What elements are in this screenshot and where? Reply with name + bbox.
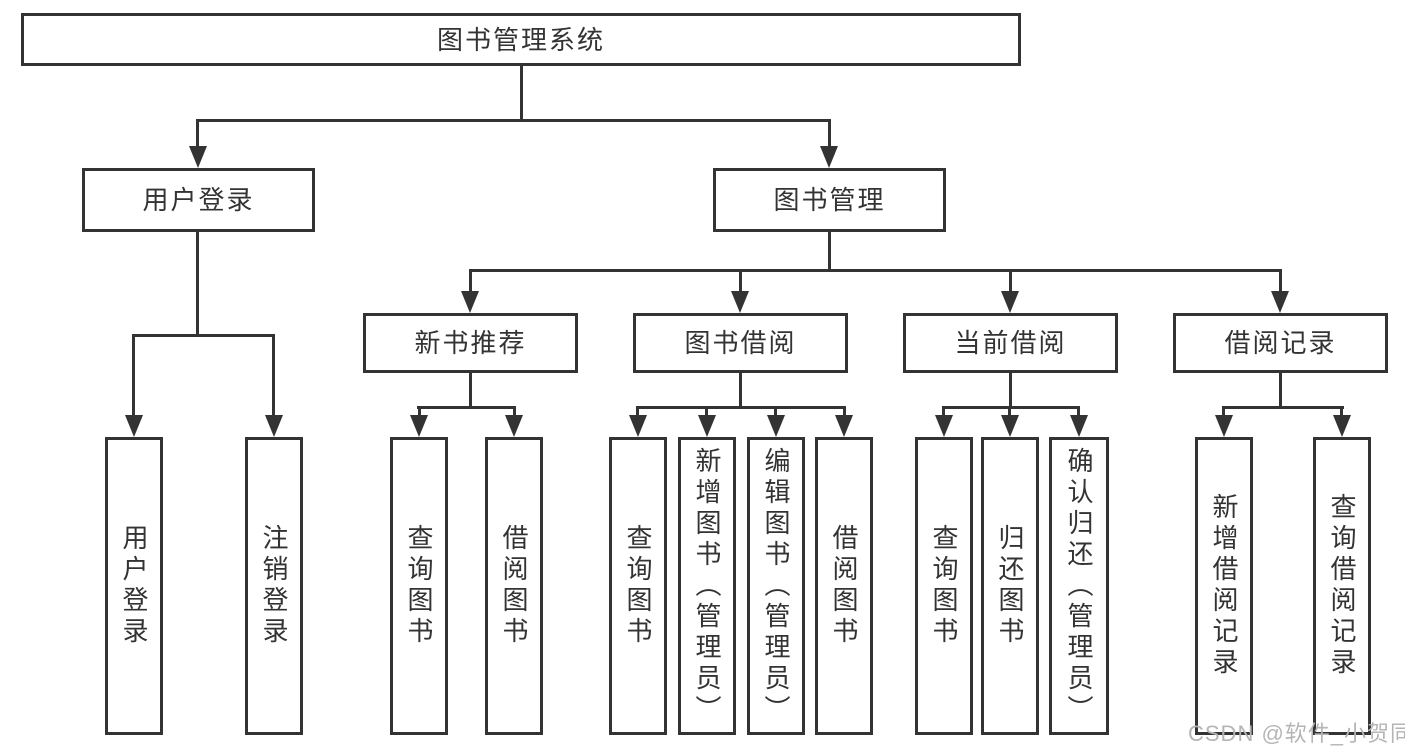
- arrow-to-g5-leaf1: [1215, 415, 1233, 437]
- leaf-borrow-books-recommend: 借阅图书: [485, 437, 543, 735]
- arrow-to-g3-leaf1: [629, 415, 647, 437]
- connector-current-borrow-rail: [942, 406, 1080, 409]
- leaf-borrow-books-recommend-label: 借阅图书: [499, 524, 529, 648]
- node-book-borrowing-label: 图书借阅: [684, 328, 797, 358]
- leaf-return-books: 归还图书: [981, 437, 1039, 735]
- arrow-to-g2-leaf1: [410, 415, 428, 437]
- connector-level1-rail: [196, 119, 831, 122]
- connector-book-borrow-stem: [739, 373, 742, 409]
- node-book-borrowing: 图书借阅: [633, 313, 848, 373]
- connector-root-stem: [520, 66, 523, 120]
- node-new-book-recommend-label: 新书推荐: [414, 328, 527, 358]
- connector-drop-book-management: [828, 119, 831, 149]
- leaf-add-books-admin-label: 新增图书（管理员）: [692, 446, 722, 726]
- arrow-to-current-borrow: [1001, 291, 1019, 313]
- connector-book-borrow-rail: [636, 406, 846, 409]
- connector-drop-borrow-record: [1279, 269, 1282, 293]
- arrow-to-user-login: [189, 146, 207, 168]
- node-current-borrowing: 当前借阅: [903, 313, 1118, 373]
- leaf-confirm-return-admin-label: 确认归还（管理员）: [1064, 446, 1094, 726]
- node-user-login-label: 用户登录: [142, 185, 255, 215]
- arrow-to-logout-leaf: [265, 415, 283, 437]
- leaf-query-books-borrowing-label: 查询图书: [623, 524, 653, 648]
- csdn-watermark: CSDN @软件_小贺同学: [1188, 721, 1405, 746]
- connector-drop-new-book: [469, 269, 472, 293]
- node-root-library-system: 图书管理系统: [21, 13, 1021, 66]
- arrow-to-login-leaf: [125, 415, 143, 437]
- leaf-confirm-return-admin: 确认归还（管理员）: [1049, 437, 1109, 735]
- connector-borrow-record-rail: [1222, 406, 1344, 409]
- connector-borrow-record-stem: [1279, 373, 1282, 409]
- arrow-to-g3-leaf3: [767, 415, 785, 437]
- connector-drop-g3-leaf1: [636, 406, 639, 420]
- leaf-query-books-recommend-label: 查询图书: [404, 524, 434, 648]
- connector-drop-g3-leaf4: [843, 406, 846, 420]
- connector-user-login-rail: [132, 334, 275, 337]
- leaf-borrow-books: 借阅图书: [815, 437, 873, 735]
- connector-drop-current-borrow: [1009, 269, 1012, 293]
- connector-drop-login-leaf: [132, 334, 135, 418]
- leaf-edit-books-admin-label: 编辑图书（管理员）: [761, 446, 791, 726]
- leaf-query-borrow-record-label: 查询借阅记录: [1327, 493, 1357, 679]
- node-current-borrowing-label: 当前借阅: [954, 328, 1067, 358]
- leaf-edit-books-admin: 编辑图书（管理员）: [747, 437, 805, 735]
- leaf-return-books-label: 归还图书: [995, 524, 1025, 648]
- node-user-login: 用户登录: [82, 168, 315, 232]
- connector-drop-g2-leaf1: [418, 406, 421, 420]
- arrow-to-g4-leaf1: [935, 415, 953, 437]
- leaf-add-borrow-record: 新增借阅记录: [1195, 437, 1253, 735]
- leaf-logout-label: 注销登录: [259, 524, 289, 648]
- arrow-to-book-management: [820, 146, 838, 168]
- arrow-to-g3-leaf2: [698, 415, 716, 437]
- connector-drop-g3-leaf2: [705, 406, 708, 420]
- arrow-to-g5-leaf2: [1333, 415, 1351, 437]
- connector-drop-logout-leaf: [272, 334, 275, 418]
- connector-drop-g4-leaf3: [1077, 406, 1080, 420]
- leaf-query-books-current: 查询图书: [915, 437, 973, 735]
- connector-drop-g5-leaf1: [1222, 406, 1225, 420]
- connector-current-borrow-stem: [1009, 373, 1012, 409]
- arrow-to-borrow-record: [1271, 291, 1289, 313]
- connector-drop-g4-leaf2: [1008, 406, 1011, 420]
- connector-drop-user-login: [196, 119, 199, 149]
- node-borrowing-records-label: 借阅记录: [1224, 328, 1337, 358]
- connector-drop-g5-leaf2: [1340, 406, 1343, 420]
- connector-book-management-stem: [828, 232, 831, 272]
- leaf-user-login-label: 用户登录: [119, 524, 149, 648]
- arrow-to-g3-leaf4: [835, 415, 853, 437]
- connector-user-login-stem: [196, 232, 199, 335]
- leaf-query-borrow-record: 查询借阅记录: [1313, 437, 1371, 735]
- leaf-user-login: 用户登录: [105, 437, 163, 735]
- connector-level3-rail: [469, 269, 1282, 272]
- arrow-to-book-borrow: [731, 291, 749, 313]
- leaf-query-books-recommend: 查询图书: [390, 437, 448, 735]
- arrow-to-g4-leaf3: [1070, 415, 1088, 437]
- arrow-to-g4-leaf2: [1001, 415, 1019, 437]
- leaf-add-books-admin: 新增图书（管理员）: [678, 437, 736, 735]
- node-new-book-recommend: 新书推荐: [363, 313, 578, 373]
- connector-drop-g4-leaf1: [942, 406, 945, 420]
- leaf-logout: 注销登录: [245, 437, 303, 735]
- arrow-to-g2-leaf2: [505, 415, 523, 437]
- connector-drop-g3-leaf3: [774, 406, 777, 420]
- leaf-query-books-borrowing: 查询图书: [609, 437, 667, 735]
- node-borrowing-records: 借阅记录: [1173, 313, 1388, 373]
- node-root-label: 图书管理系统: [436, 24, 605, 55]
- node-book-management: 图书管理: [713, 168, 946, 232]
- leaf-add-borrow-record-label: 新增借阅记录: [1209, 493, 1239, 679]
- connector-drop-book-borrow: [739, 269, 742, 293]
- connector-new-book-rail: [417, 406, 516, 409]
- node-book-management-label: 图书管理: [773, 185, 886, 215]
- leaf-borrow-books-label: 借阅图书: [829, 524, 859, 648]
- connector-drop-g2-leaf2: [513, 406, 516, 420]
- arrow-to-new-book: [461, 291, 479, 313]
- leaf-query-books-current-label: 查询图书: [929, 524, 959, 648]
- connector-new-book-stem: [469, 373, 472, 409]
